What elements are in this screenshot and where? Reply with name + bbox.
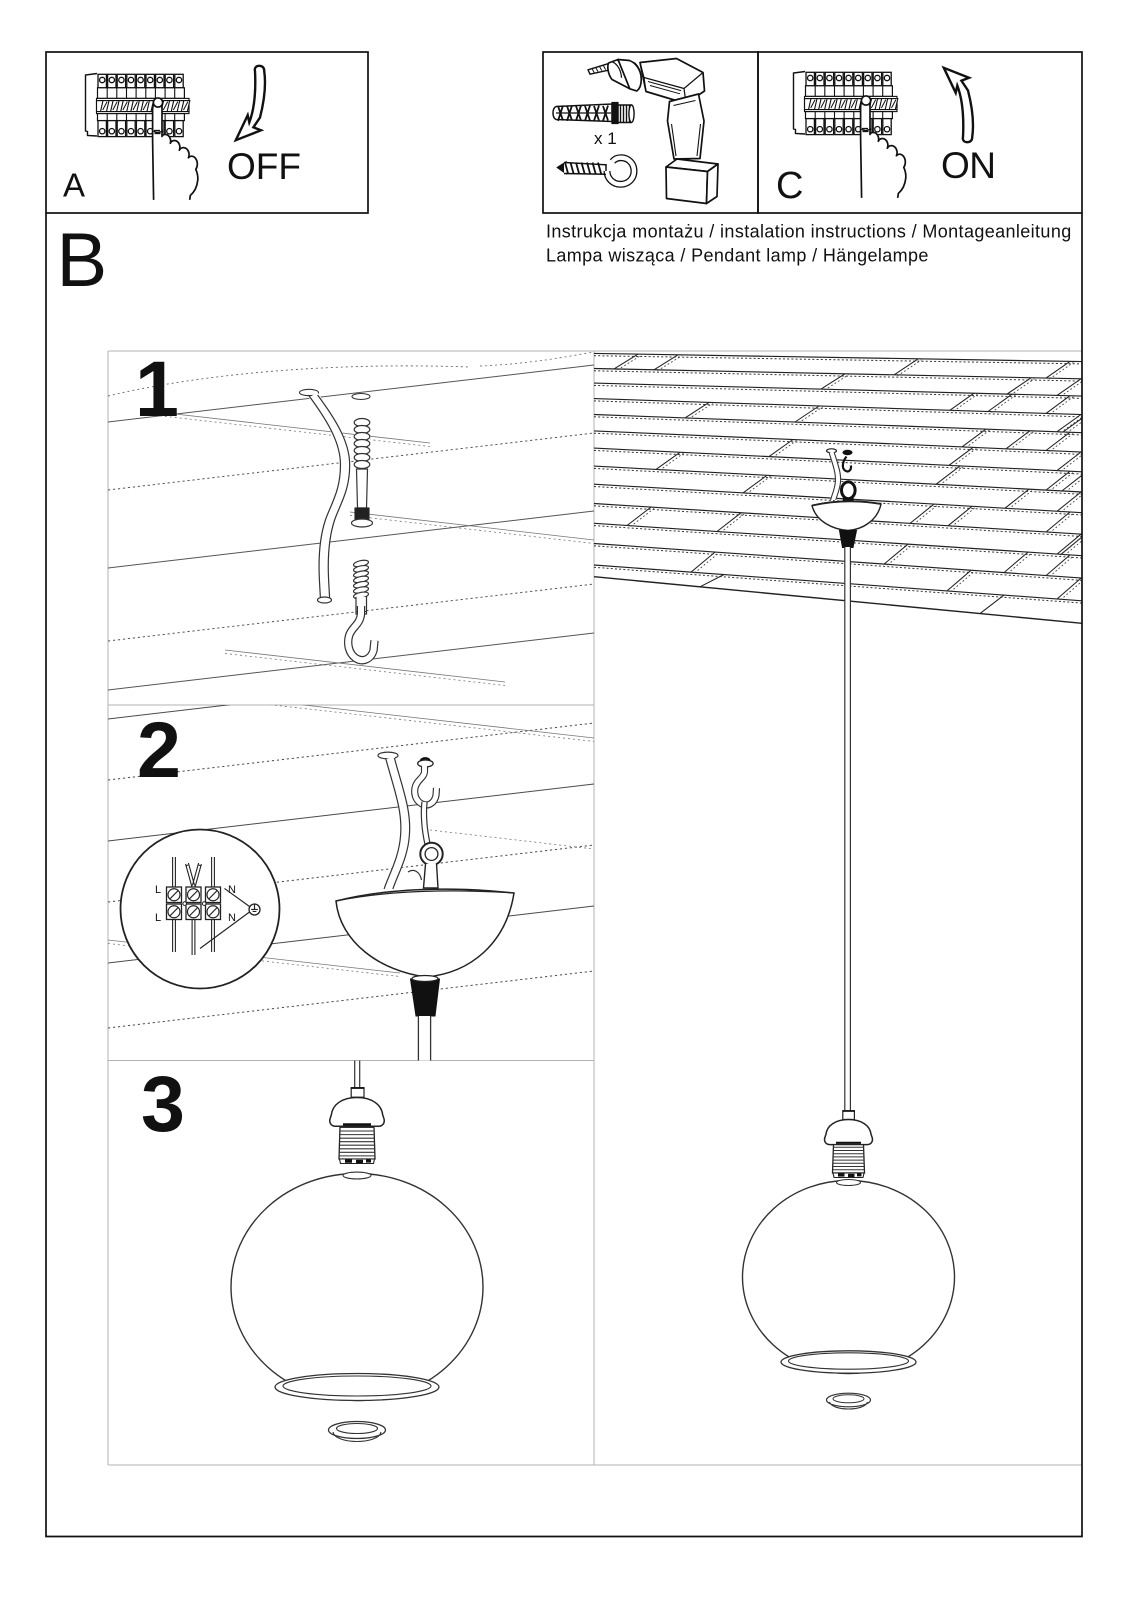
svg-text:x 1: x 1 (594, 129, 617, 148)
svg-text:3: 3 (141, 1059, 185, 1148)
svg-text:B: B (57, 218, 108, 303)
svg-text:ON: ON (941, 145, 996, 186)
svg-text:OFF: OFF (227, 146, 301, 187)
svg-text:C: C (776, 165, 803, 207)
svg-text:L: L (155, 912, 161, 924)
svg-text:1: 1 (135, 344, 179, 433)
svg-text:Lampa wisząca / Pendant lamp /: Lampa wisząca / Pendant lamp / Hängelamp… (546, 246, 929, 266)
svg-text:2: 2 (137, 705, 181, 794)
svg-text:N: N (228, 912, 236, 924)
svg-text:L: L (155, 884, 161, 896)
svg-text:A: A (63, 167, 85, 204)
svg-text:Instrukcja montażu / instalati: Instrukcja montażu / instalation instruc… (546, 222, 1072, 242)
svg-text:N: N (228, 884, 236, 896)
